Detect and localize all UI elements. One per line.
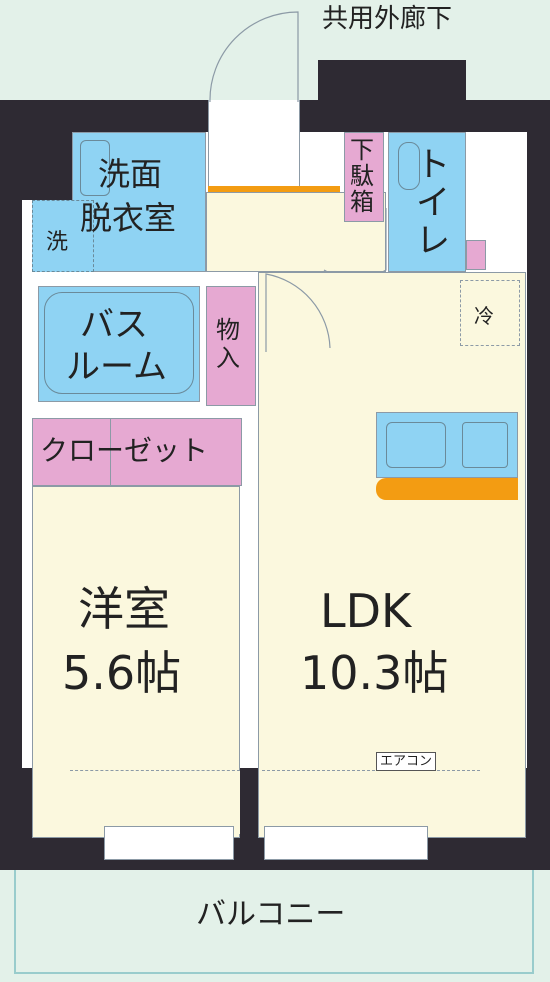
ldk-name: LDK bbox=[320, 584, 412, 638]
storage bbox=[206, 286, 256, 406]
closet bbox=[32, 418, 242, 486]
fridge-space bbox=[460, 280, 520, 346]
toilet bbox=[388, 132, 466, 272]
closet-label: クローゼット bbox=[40, 434, 209, 467]
ldk-window bbox=[264, 826, 428, 860]
shoe-cabinet bbox=[344, 132, 384, 222]
ldk-size: 10.3帖 bbox=[300, 646, 449, 700]
toilet-side-cabinet bbox=[466, 240, 486, 270]
kitchen-sink bbox=[386, 422, 446, 468]
bedroom-window bbox=[104, 826, 234, 860]
bathroom bbox=[38, 286, 200, 402]
bedroom-name: 洋室 bbox=[78, 582, 170, 636]
washroom-label-1: 洗面 bbox=[98, 155, 163, 193]
entrance bbox=[208, 100, 300, 192]
shoe-door-swing bbox=[323, 208, 387, 272]
washer-label: 洗 bbox=[46, 230, 69, 255]
wall-middle-pillar bbox=[240, 768, 262, 838]
fridge-label: 冷 bbox=[474, 304, 494, 328]
sink-outline bbox=[80, 140, 110, 196]
ldk bbox=[258, 272, 526, 838]
balcony-rail bbox=[14, 862, 534, 974]
bath-label-1: バス bbox=[80, 305, 148, 345]
wall-left bbox=[0, 100, 22, 870]
kitchen-counter-bar bbox=[376, 478, 518, 500]
toilet-label-3: レ bbox=[416, 221, 450, 261]
bath-label-2: ルーム bbox=[66, 347, 167, 387]
corridor-label: 共用外廊下 bbox=[322, 4, 453, 34]
wall-right bbox=[527, 100, 550, 870]
toilet-label-2: イ bbox=[416, 183, 450, 223]
bedroom-bay bbox=[70, 770, 240, 834]
shoe-label-3: 箱 bbox=[350, 188, 374, 216]
bedroom-size: 5.6帖 bbox=[62, 646, 182, 700]
washroom-label-2: 脱衣室 bbox=[80, 199, 177, 237]
toilet-label-1: ト bbox=[416, 145, 450, 185]
storage-label-1: 物 bbox=[216, 316, 240, 344]
kitchen-stove bbox=[462, 422, 508, 468]
washer-space bbox=[32, 200, 94, 272]
entry-door-swing bbox=[209, 11, 299, 103]
balcony-area bbox=[0, 862, 550, 982]
ldk-bay bbox=[262, 770, 480, 834]
shoe-label-1: 下 bbox=[350, 136, 374, 164]
shoe-label-2: 駄 bbox=[350, 162, 374, 190]
entrance-step bbox=[208, 186, 340, 192]
wall-inner-left-top bbox=[22, 132, 72, 200]
balcony-label: バルコニー bbox=[196, 897, 346, 932]
wall-top-block bbox=[318, 60, 466, 132]
aircon-label: エアコン bbox=[376, 752, 437, 771]
washroom bbox=[72, 132, 206, 272]
wall-top-left bbox=[0, 100, 208, 132]
bathtub bbox=[44, 292, 194, 394]
closet-divider bbox=[110, 418, 111, 486]
toilet-bowl bbox=[398, 142, 420, 190]
storage-label-2: 入 bbox=[216, 344, 240, 372]
hall-door-swing bbox=[265, 273, 331, 352]
